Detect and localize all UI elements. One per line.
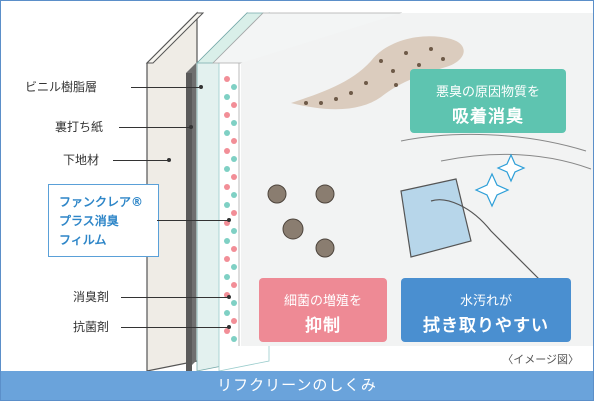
leader-dot	[227, 325, 231, 329]
label-base-material: 下地材	[63, 153, 100, 167]
badge-water-big: 拭き取りやすい	[423, 316, 549, 336]
leader-antibacterial	[121, 327, 229, 328]
label-antibacterial: 抗菌剤	[73, 320, 110, 334]
bacteria-icons	[267, 184, 335, 258]
film-label-line1: ファンクレア®	[59, 195, 144, 209]
film-label-box: ファンクレア® プラス消臭 フィルム	[48, 184, 159, 257]
badge-odor-big: 吸着消臭	[452, 107, 524, 127]
badge-bacteria-small: 細菌の増殖を	[283, 294, 362, 309]
image-caption: 〈イメージ図〉	[502, 353, 579, 366]
label-vinyl-resin-layer: ビニル樹脂層	[25, 80, 98, 94]
leader-vinyl-resin	[131, 87, 201, 88]
leader-dot	[167, 158, 171, 162]
leader-film	[157, 220, 229, 221]
leader-dot	[189, 125, 193, 129]
leader-dot	[227, 218, 231, 222]
badge-bacteria-suppression: 細菌の増殖を 抑制	[259, 278, 387, 342]
wiping-hand-illustration	[400, 133, 592, 302]
film-label-line3: フィルム	[59, 233, 107, 247]
leader-base-material	[113, 160, 169, 161]
footer-title: リフクリーンのしくみ	[217, 376, 377, 394]
badge-bacteria-big: 抑制	[305, 316, 341, 336]
film-label-line2: プラス消臭	[59, 214, 119, 228]
badge-odor-small: 悪臭の原因物質を	[435, 85, 540, 100]
leader-backing-paper	[119, 127, 191, 128]
leader-dot	[199, 85, 203, 89]
badge-water-wipe: 水汚れが 拭き取りやすい	[401, 278, 571, 342]
label-deodorant: 消臭剤	[73, 290, 110, 304]
odor-cloud	[291, 36, 464, 110]
leader-deodorant	[121, 297, 229, 298]
footer-title-bar: リフクリーンのしくみ	[1, 371, 593, 400]
leader-dot	[227, 295, 231, 299]
label-backing-paper: 裏打ち紙	[55, 120, 104, 134]
badge-odor-absorption: 悪臭の原因物質を 吸着消臭	[410, 69, 566, 133]
badge-water-small: 水汚れが	[459, 294, 512, 309]
